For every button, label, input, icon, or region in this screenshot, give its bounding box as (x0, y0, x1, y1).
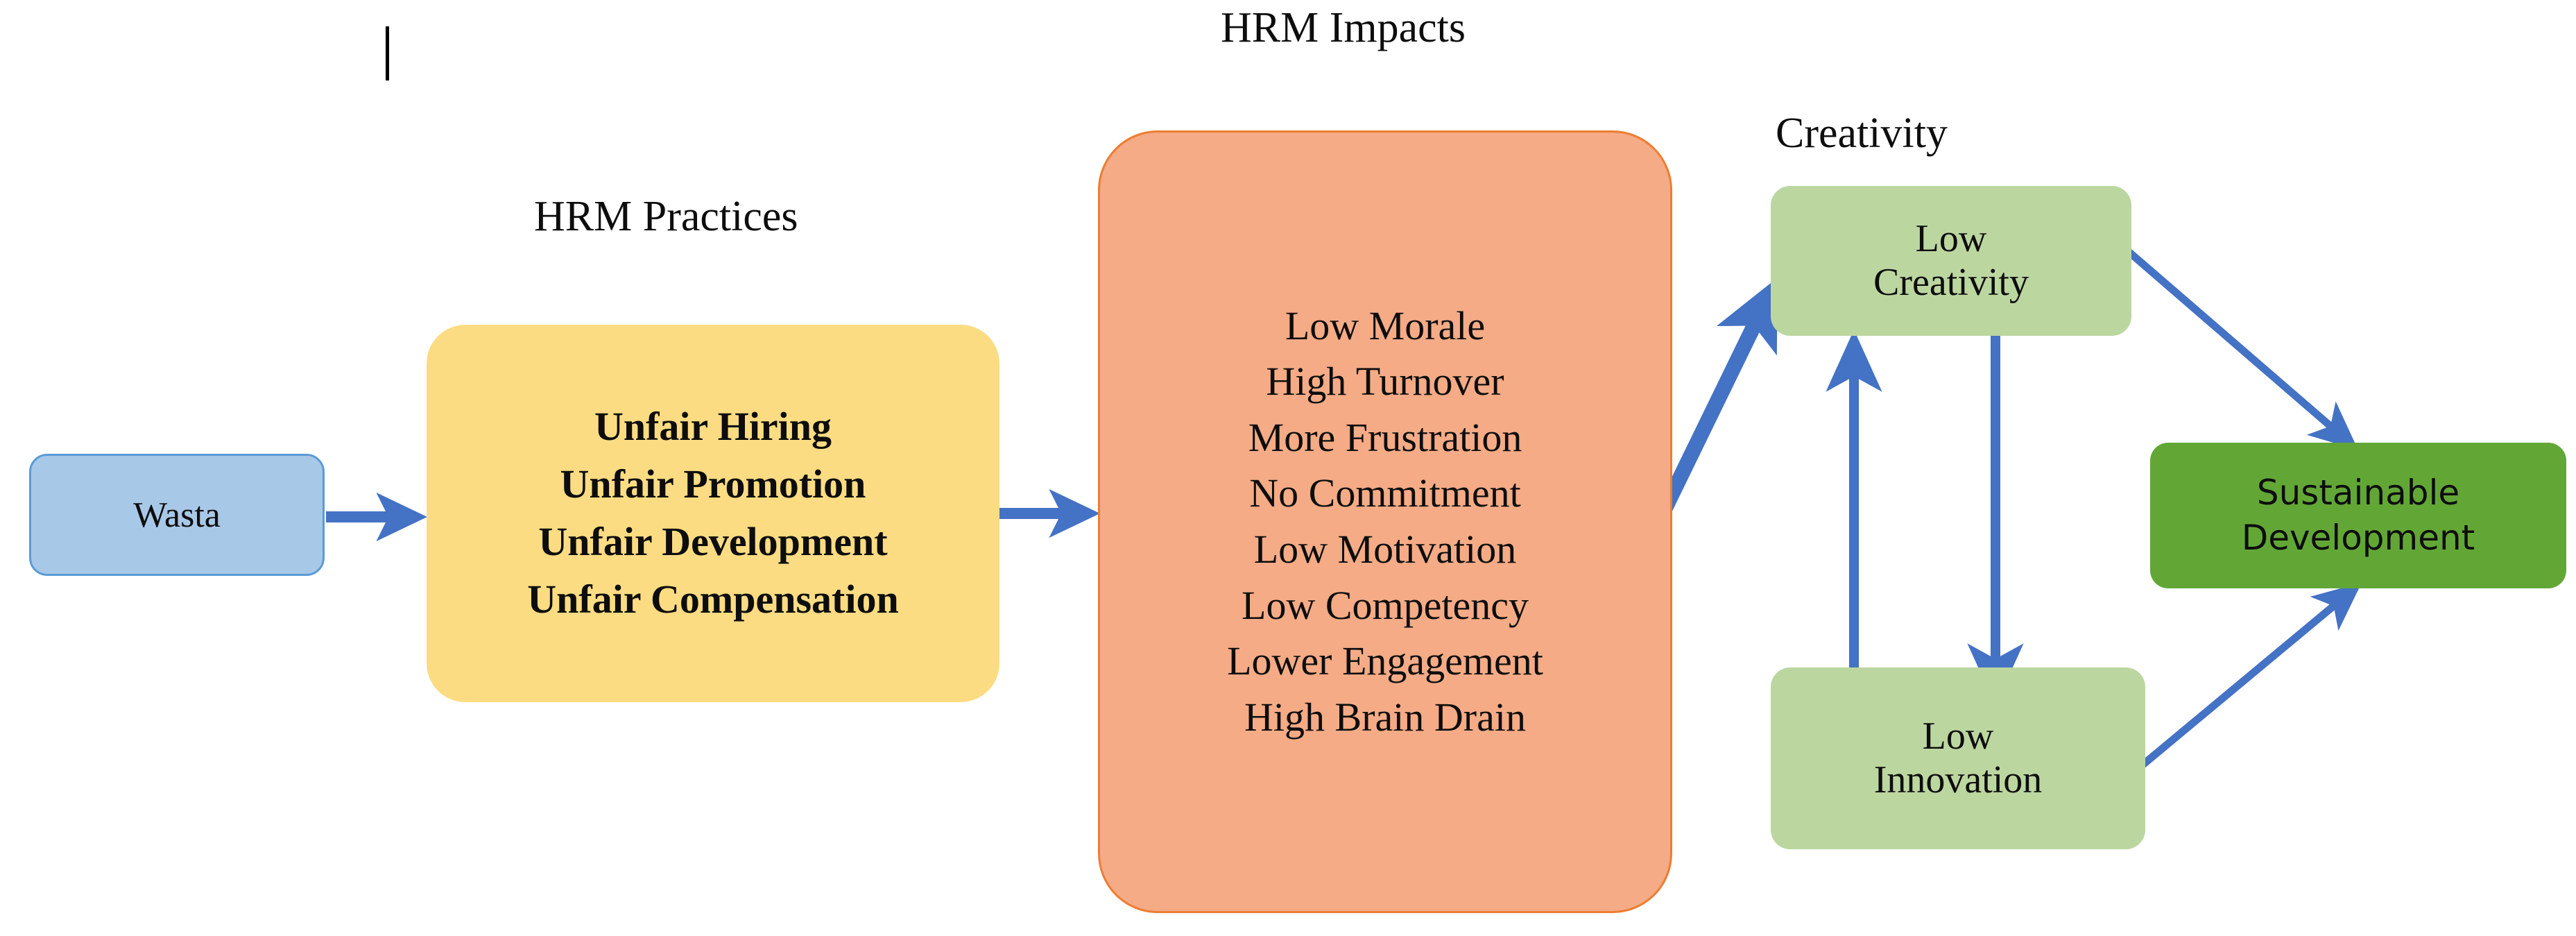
hrm-impact-item: Lower Engagement (1227, 638, 1543, 684)
hrm-impact-item: Low Motivation (1253, 527, 1517, 572)
arrow-low-creativity-to-sustainable-development (2120, 243, 2358, 450)
hrm-impact-item: No Commitment (1249, 470, 1521, 516)
node-hrm-practices[interactable]: Unfair Hiring Unfair Promotion Unfair De… (427, 325, 999, 702)
hrm-impact-item: More Frustration (1248, 414, 1522, 460)
node-sustainable-development[interactable]: Sustainable Development (2150, 443, 2566, 588)
node-sustainable-development-line2: Development (2241, 518, 2475, 558)
node-low-innovation-line2: Innovation (1873, 758, 2043, 801)
hrm-practice-item: Unfair Compensation (527, 576, 899, 622)
node-low-innovation-line1: Low (1922, 715, 1994, 758)
node-low-creativity[interactable]: Low Creativity (1771, 186, 2131, 336)
section-title-hrm-impacts: HRM Impacts (1221, 4, 1466, 51)
hrm-practice-item: Unfair Development (538, 519, 888, 564)
hrm-impact-item: High Brain Drain (1244, 694, 1526, 740)
node-low-creativity-line1: Low (1915, 217, 1987, 261)
node-wasta[interactable]: Wasta (29, 454, 325, 576)
text-caret (386, 26, 389, 80)
hrm-practice-item: Unfair Hiring (594, 404, 832, 450)
hrm-impact-item: High Turnover (1266, 359, 1504, 405)
node-sustainable-development-line1: Sustainable (2256, 473, 2460, 513)
node-hrm-impacts[interactable]: Low Morale High Turnover More Frustratio… (1098, 130, 1672, 913)
node-low-innovation[interactable]: Low Innovation (1771, 667, 2145, 849)
arrow-low-innovation-to-sustainable-development (2133, 582, 2362, 774)
section-title-creativity: Creativity (1776, 110, 1948, 157)
hrm-impact-item: Low Morale (1285, 303, 1486, 348)
node-low-creativity-line2: Creativity (1873, 261, 2029, 304)
section-title-hrm-practices: HRM Practices (534, 193, 798, 240)
node-wasta-label: Wasta (133, 495, 221, 535)
hrm-practice-item: Unfair Promotion (560, 461, 866, 507)
hrm-impact-item: Low Competency (1242, 582, 1529, 628)
